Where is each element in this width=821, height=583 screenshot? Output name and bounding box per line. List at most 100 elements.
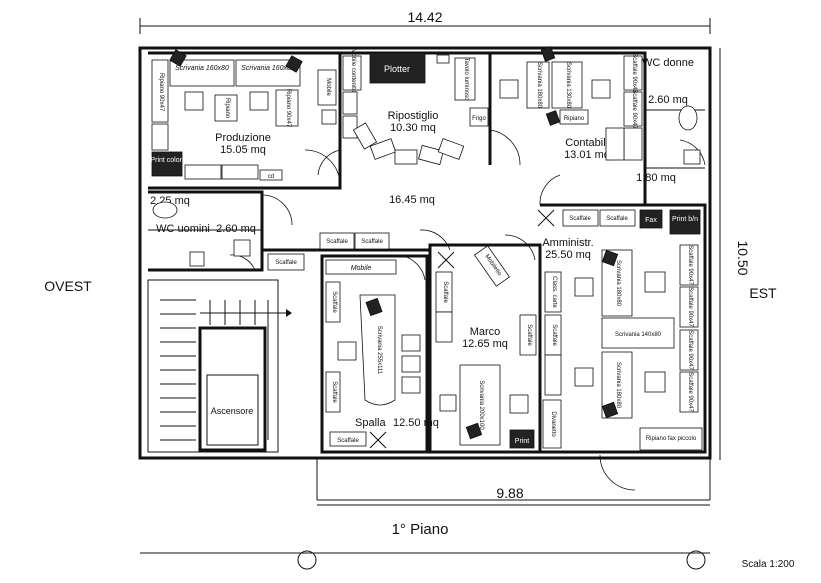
room-contabil-area: 13.01 mq xyxy=(564,149,610,161)
svg-text:Scrivania 180x80: Scrivania 180x80 xyxy=(615,362,621,409)
svg-text:Scaffale: Scaffale xyxy=(569,216,591,222)
svg-text:Scaffale 90x47: Scaffale 90x47 xyxy=(687,330,693,370)
svg-text:Print b/n: Print b/n xyxy=(672,216,698,223)
monitor-icon xyxy=(601,249,619,267)
svg-text:cd: cd xyxy=(268,174,274,180)
stairs xyxy=(160,299,292,441)
svg-text:Scrivania 160x80: Scrivania 160x80 xyxy=(241,65,295,72)
chair xyxy=(644,271,666,293)
svg-text:Scaffale: Scaffale xyxy=(337,438,359,444)
svg-text:Scaffale: Scaffale xyxy=(326,239,348,245)
cd-cabinet xyxy=(321,109,337,125)
right-height-label: 10.50 xyxy=(735,240,751,275)
floor-title: 1° Piano xyxy=(392,521,449,538)
monitor-icon xyxy=(545,110,561,126)
mobile-cabinet: Mobile xyxy=(317,69,337,106)
svg-text:Frigo: Frigo xyxy=(472,116,486,122)
sink-icon xyxy=(683,149,701,165)
cross-marker xyxy=(537,209,555,227)
chair xyxy=(401,355,421,373)
produzione-shelf-right: Ripiano 90x47 xyxy=(275,89,299,128)
svg-text:Ripiano fax piccolo: Ripiano fax piccolo xyxy=(646,436,697,442)
room-produzione-name: Produzione xyxy=(215,132,271,144)
chair xyxy=(249,91,269,111)
marco-scaffale-right: Scaffale xyxy=(519,314,537,356)
scale-label: Scala 1:200 xyxy=(742,559,795,570)
produzione-bottom-shelves: cd xyxy=(184,164,283,181)
svg-text:Plotter: Plotter xyxy=(384,64,410,74)
spalla-scaffale-lower: Scaffale xyxy=(325,371,341,413)
svg-text:Scrivania 180x80: Scrivania 180x80 xyxy=(536,62,542,109)
svg-text:Ripiano: Ripiano xyxy=(224,98,230,119)
produzione-shelf-left-2 xyxy=(151,123,169,151)
spalla-scaffale-bottom: Scaffale xyxy=(329,431,367,447)
chair xyxy=(499,79,519,99)
svg-text:Scaffale: Scaffale xyxy=(361,239,383,245)
room-spalla-name: Spalla xyxy=(355,417,386,429)
svg-text:Mobile contenitore: Mobile contenitore xyxy=(350,48,356,98)
produzione-center-shelf: Ripiano xyxy=(214,94,238,122)
doors xyxy=(229,129,706,491)
mobiletto: Mobiletto xyxy=(473,245,511,287)
chair xyxy=(591,79,611,99)
monitor-icon xyxy=(169,49,187,67)
divanetto: Divanetto xyxy=(542,399,562,449)
room-marco-name: Marco xyxy=(470,326,501,338)
svg-text:Scaffale 90x47: Scaffale 90x47 xyxy=(687,372,693,412)
east-label: EST xyxy=(749,285,777,301)
room-amministr-area: 25.50 mq xyxy=(545,249,591,261)
monitor-icon xyxy=(285,55,303,73)
chair xyxy=(401,334,421,352)
cross-marker xyxy=(437,251,455,269)
svg-text:Scrivania 200x100: Scrivania 200x100 xyxy=(478,380,484,430)
spalla-scaffale-left: Scaffale xyxy=(325,281,341,323)
monitor-icon xyxy=(540,46,556,62)
svg-text:Ripiano 90x47: Ripiano 90x47 xyxy=(158,73,164,112)
svg-text:Scaffale 90x47: Scaffale 90x47 xyxy=(687,245,693,285)
amministr-shelves-top: Scaffale Scaffale xyxy=(562,209,636,227)
chair xyxy=(184,91,204,111)
sink-icon xyxy=(233,239,251,257)
room-wc-uomini-name: WC uomini xyxy=(156,223,210,235)
monitor-icon xyxy=(365,297,383,317)
spalla-mobile: Mobile xyxy=(325,259,397,275)
room-amministr-name: Amministr. xyxy=(542,237,593,249)
room-produzione-area: 15.05 mq xyxy=(220,144,266,156)
svg-text:Scrivania 140x80: Scrivania 140x80 xyxy=(615,332,662,338)
monitor-icon xyxy=(465,422,483,440)
marco-print: Print xyxy=(509,429,535,449)
room-ripostiglio-name: Ripostiglio xyxy=(388,110,439,122)
svg-text:Scaffale 90x47: Scaffale 90x47 xyxy=(687,287,693,327)
svg-text:Scrivania 180x80: Scrivania 180x80 xyxy=(615,260,621,307)
frigo: Frigo xyxy=(469,107,489,127)
svg-text:Scrivania 130x80: Scrivania 130x80 xyxy=(565,62,571,109)
top-dimension-line xyxy=(139,18,711,34)
chair xyxy=(509,394,529,414)
chair xyxy=(644,371,666,393)
svg-text:Scaffale: Scaffale xyxy=(606,216,628,222)
interior-walls xyxy=(147,51,707,454)
contabil-shelves: Scaffale 90x47 Scaffale 90x47 xyxy=(605,53,643,161)
cross-marker xyxy=(369,431,387,449)
top-width-label: 14.42 xyxy=(407,9,442,25)
fax: Fax xyxy=(639,209,663,229)
contabil-desk-130: Scrivania 130x80 xyxy=(551,61,583,109)
print-colori: Print colori xyxy=(150,151,184,177)
plotter: Plotter xyxy=(369,52,426,84)
curved-shelves xyxy=(342,91,465,166)
chair xyxy=(439,394,457,412)
svg-text:Scaffale: Scaffale xyxy=(526,324,532,346)
svg-text:Scaffale 90x47: Scaffale 90x47 xyxy=(631,53,637,93)
monitor-icon xyxy=(601,401,619,419)
axis-marker-right-icon xyxy=(686,550,706,570)
corridor-shelves: Scaffale Scaffale Scaffale xyxy=(267,232,390,271)
room-ascensore-name: Ascensore xyxy=(211,406,254,416)
svg-text:Ripiano: Ripiano xyxy=(564,116,585,122)
room-spalla-area: 12.50 mq xyxy=(393,417,439,429)
spalla-desk-255: Scrivania 255x111 xyxy=(359,294,396,406)
mobile-contenitore: Mobile contenitore xyxy=(342,48,362,98)
room-marco-area: 12.65 mq xyxy=(462,338,508,350)
svg-text:Scrivania 160x80: Scrivania 160x80 xyxy=(175,65,229,72)
